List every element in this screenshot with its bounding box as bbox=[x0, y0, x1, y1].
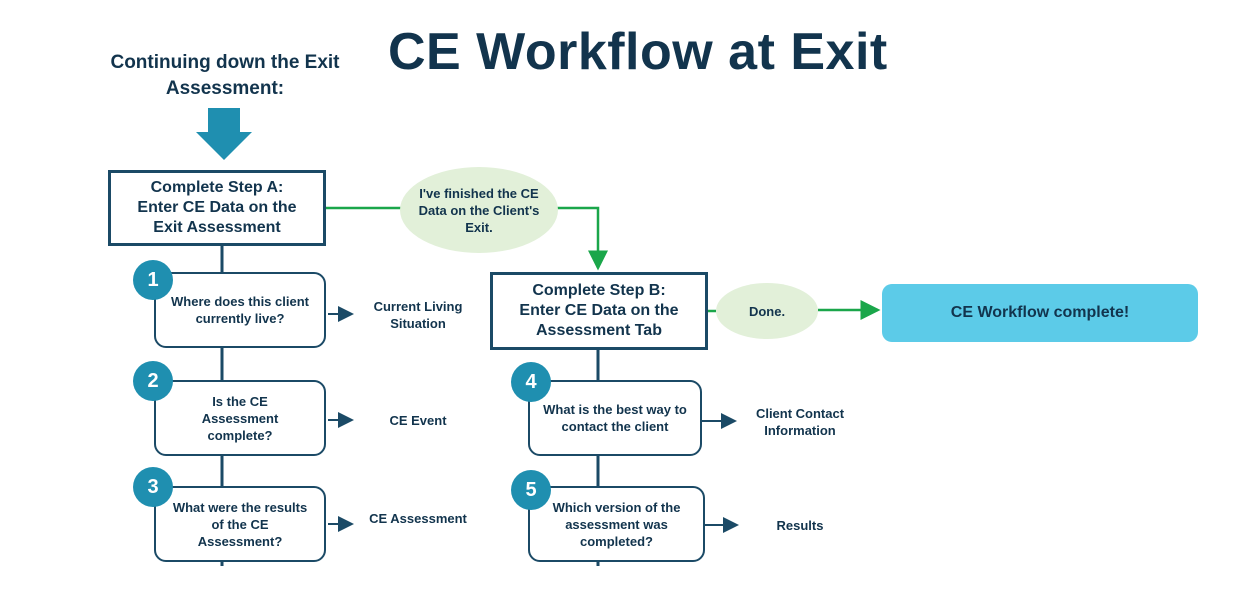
workflow-complete-banner: CE Workflow complete! bbox=[882, 284, 1198, 342]
step-a-line2: Enter CE Data on the bbox=[137, 199, 297, 216]
question-text-1: Where does this client currently live? bbox=[171, 294, 309, 326]
output-label-5: Results bbox=[776, 518, 824, 533]
step-a-line1: Complete Step A: bbox=[150, 179, 284, 196]
bubble-finished: I've finished the CE Data on the Client'… bbox=[400, 167, 558, 253]
step-badge-4: 4 bbox=[511, 362, 551, 402]
question-box-2: Is the CE Assessment complete? bbox=[154, 380, 326, 456]
question-text-5: Which version of the assessment was comp… bbox=[552, 499, 681, 549]
step-badge-2: 2 bbox=[133, 361, 173, 401]
bubble-finished-text: I've finished the CE Data on the Client'… bbox=[418, 185, 540, 235]
step-b-line2: Enter CE Data on the bbox=[519, 302, 679, 319]
question-box-1: Where does this client currently live? bbox=[154, 272, 326, 348]
step-badge-3: 3 bbox=[133, 467, 173, 507]
bubble-done: Done. bbox=[716, 283, 818, 339]
question-box-5: Which version of the assessment was comp… bbox=[528, 486, 705, 562]
question-text-3: What were the results of the CE Assessme… bbox=[172, 499, 308, 549]
output-label-3: CE Assessment bbox=[369, 511, 467, 526]
step-b-line3: Assessment Tab bbox=[536, 322, 662, 339]
step-a-box: Complete Step A: Enter CE Data on the Ex… bbox=[108, 170, 326, 246]
step-a-line3: Exit Assessment bbox=[153, 219, 281, 236]
intro-text: Continuing down the Exit Assessment: bbox=[110, 52, 340, 99]
step-b-line1: Complete Step B: bbox=[532, 282, 666, 299]
question-text-4: What is the best way to contact the clie… bbox=[543, 402, 687, 434]
step-badge-5: 5 bbox=[511, 470, 551, 510]
down-arrow-icon bbox=[196, 108, 252, 160]
step-badge-1: 1 bbox=[133, 260, 173, 300]
question-box-3: What were the results of the CE Assessme… bbox=[154, 486, 326, 562]
page-title: CE Workflow at Exit bbox=[388, 23, 888, 81]
step-b-box: Complete Step B: Enter CE Data on the As… bbox=[490, 272, 708, 350]
question-box-4: What is the best way to contact the clie… bbox=[528, 380, 702, 456]
output-label-4: Client Contact Information bbox=[755, 406, 845, 438]
output-label-1: Current Living Situation bbox=[373, 299, 463, 331]
green-connector-bubble-b bbox=[556, 206, 608, 271]
question-text-2: Is the CE Assessment complete? bbox=[201, 393, 279, 443]
output-label-2: CE Event bbox=[389, 413, 447, 428]
